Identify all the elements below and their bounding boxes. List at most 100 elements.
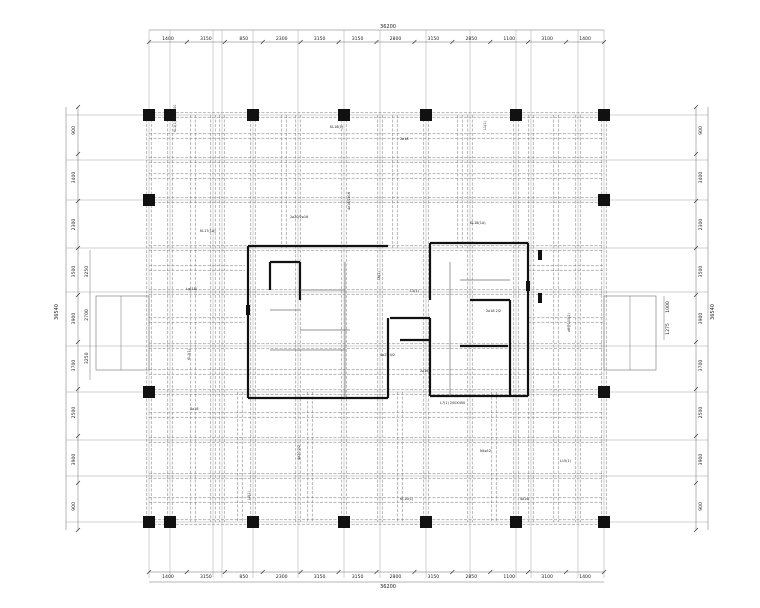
column xyxy=(143,386,155,398)
dimension-tick xyxy=(336,569,341,575)
dimension-tick xyxy=(75,151,81,157)
dimension-label: 3150 xyxy=(428,36,440,42)
dimension-label: 900 xyxy=(698,502,704,511)
dimension-tick xyxy=(525,569,531,575)
dimension-label: 3150 xyxy=(200,574,212,580)
beam-annotation: L3(1) xyxy=(410,289,420,293)
beam-annotation: Lg(1A) xyxy=(186,287,198,291)
column xyxy=(338,109,350,121)
dimension-label: 850 xyxy=(239,36,248,42)
dimension-tick xyxy=(75,480,81,486)
dimension-tick xyxy=(563,569,569,575)
dimension-tick xyxy=(488,39,493,45)
beam-annotation: KL16(1) xyxy=(330,125,344,129)
grid-lines xyxy=(66,30,708,578)
dimension-label: 2300 xyxy=(276,36,288,42)
dimension-label: 3400 xyxy=(71,172,77,184)
dimension-label: 3150 xyxy=(352,36,364,42)
dimension-tick xyxy=(693,433,699,439)
dimension-label: 3900 xyxy=(698,313,704,325)
dimension-label: 3900 xyxy=(71,454,77,466)
column xyxy=(420,516,432,528)
left-total-dimension: 36540 xyxy=(54,304,60,320)
dimension-label-inner: 1275 xyxy=(665,323,671,335)
dimension-tick xyxy=(412,569,417,575)
beam-annotation: L2(1) xyxy=(247,490,251,500)
bottom-total-dimension: 36200 xyxy=(380,584,396,590)
column xyxy=(164,516,176,528)
column xyxy=(420,109,432,121)
dimension-tick xyxy=(75,386,81,392)
dimension-label: 2850 xyxy=(465,574,477,580)
dimension-label: 2500 xyxy=(71,407,77,419)
column xyxy=(510,109,522,121)
dimension-label: 3150 xyxy=(314,574,326,580)
dimension-label-inner: 3250 xyxy=(84,266,90,278)
column xyxy=(247,109,259,121)
beam-annotation: 3⌀18 xyxy=(190,407,199,411)
beam-annotation: L15(1) xyxy=(560,459,572,463)
right-total-dimension: 36540 xyxy=(710,304,716,320)
dimension-tick xyxy=(146,39,152,45)
beam-annotation: KL1(1) xyxy=(187,348,191,360)
dimension-label: 2850 xyxy=(465,36,477,42)
beam-annotation: KL1(1) 250X400 xyxy=(173,105,177,132)
column xyxy=(598,386,610,398)
dimension-label: 3400 xyxy=(698,172,704,184)
beam-annotation: L1(1) xyxy=(483,120,487,130)
dimension-tick xyxy=(75,104,81,110)
dimension-tick xyxy=(298,39,303,45)
dimension-tick xyxy=(184,39,190,45)
dimension-tick xyxy=(336,39,341,45)
dimension-tick xyxy=(693,151,699,157)
dimension-label: 2800 xyxy=(390,36,402,42)
dimension-label: 3900 xyxy=(71,313,77,325)
column-post xyxy=(526,281,530,291)
beam-annotation: L6(1) xyxy=(377,270,381,280)
beam-annotation: L7(1) 200X400 xyxy=(440,401,465,405)
column xyxy=(143,194,155,206)
beam-annotation: 4⌀16 xyxy=(520,497,529,501)
column xyxy=(143,109,155,121)
dimension-label: 900 xyxy=(71,126,77,135)
dimension-tick xyxy=(222,569,228,575)
dimension-label: 900 xyxy=(71,502,77,511)
dimension-tick xyxy=(525,39,531,45)
column xyxy=(164,109,176,121)
column xyxy=(247,516,259,528)
dimension-label-inner: 1000 xyxy=(665,301,671,313)
dimension-tick xyxy=(75,198,81,204)
dimension-label: 900 xyxy=(698,126,704,135)
dimension-label: 3100 xyxy=(541,574,553,580)
dimension-label: 1100 xyxy=(503,574,515,580)
beam-annotation: 4⌀18/2⌀16 xyxy=(347,192,351,210)
dimension-tick xyxy=(601,39,607,45)
column xyxy=(598,516,610,528)
dimension-label: 3150 xyxy=(314,36,326,42)
column-post xyxy=(538,250,542,260)
dimension-tick xyxy=(693,480,699,486)
dimension-tick xyxy=(260,39,265,45)
beam-annotation: 2⌀20/2⌀16 xyxy=(290,215,308,219)
dimension-tick xyxy=(450,39,455,45)
dimension-label: 3500 xyxy=(698,266,704,278)
beam-annotation: 2⌀18 2/2 xyxy=(486,309,501,313)
dimension-tick xyxy=(222,39,228,45)
dimension-tick xyxy=(693,198,699,204)
dimension-tick xyxy=(693,292,699,298)
dimension-tick xyxy=(146,569,152,575)
dimension-tick xyxy=(693,245,699,251)
dimension-tick xyxy=(374,569,379,575)
dimension-tick xyxy=(563,39,569,45)
shear-walls xyxy=(246,241,530,400)
dimension-label-inner: 2700 xyxy=(84,309,90,321)
dimension-label: 3150 xyxy=(352,574,364,580)
dimension-label: 1100 xyxy=(503,36,515,42)
dimension-tick xyxy=(75,245,81,251)
column xyxy=(510,516,522,528)
dimension-label: 3150 xyxy=(200,36,212,42)
dimension-tick xyxy=(601,569,607,575)
dimension-tick xyxy=(693,104,699,110)
column xyxy=(143,516,155,528)
dimension-label: 850 xyxy=(239,574,248,580)
